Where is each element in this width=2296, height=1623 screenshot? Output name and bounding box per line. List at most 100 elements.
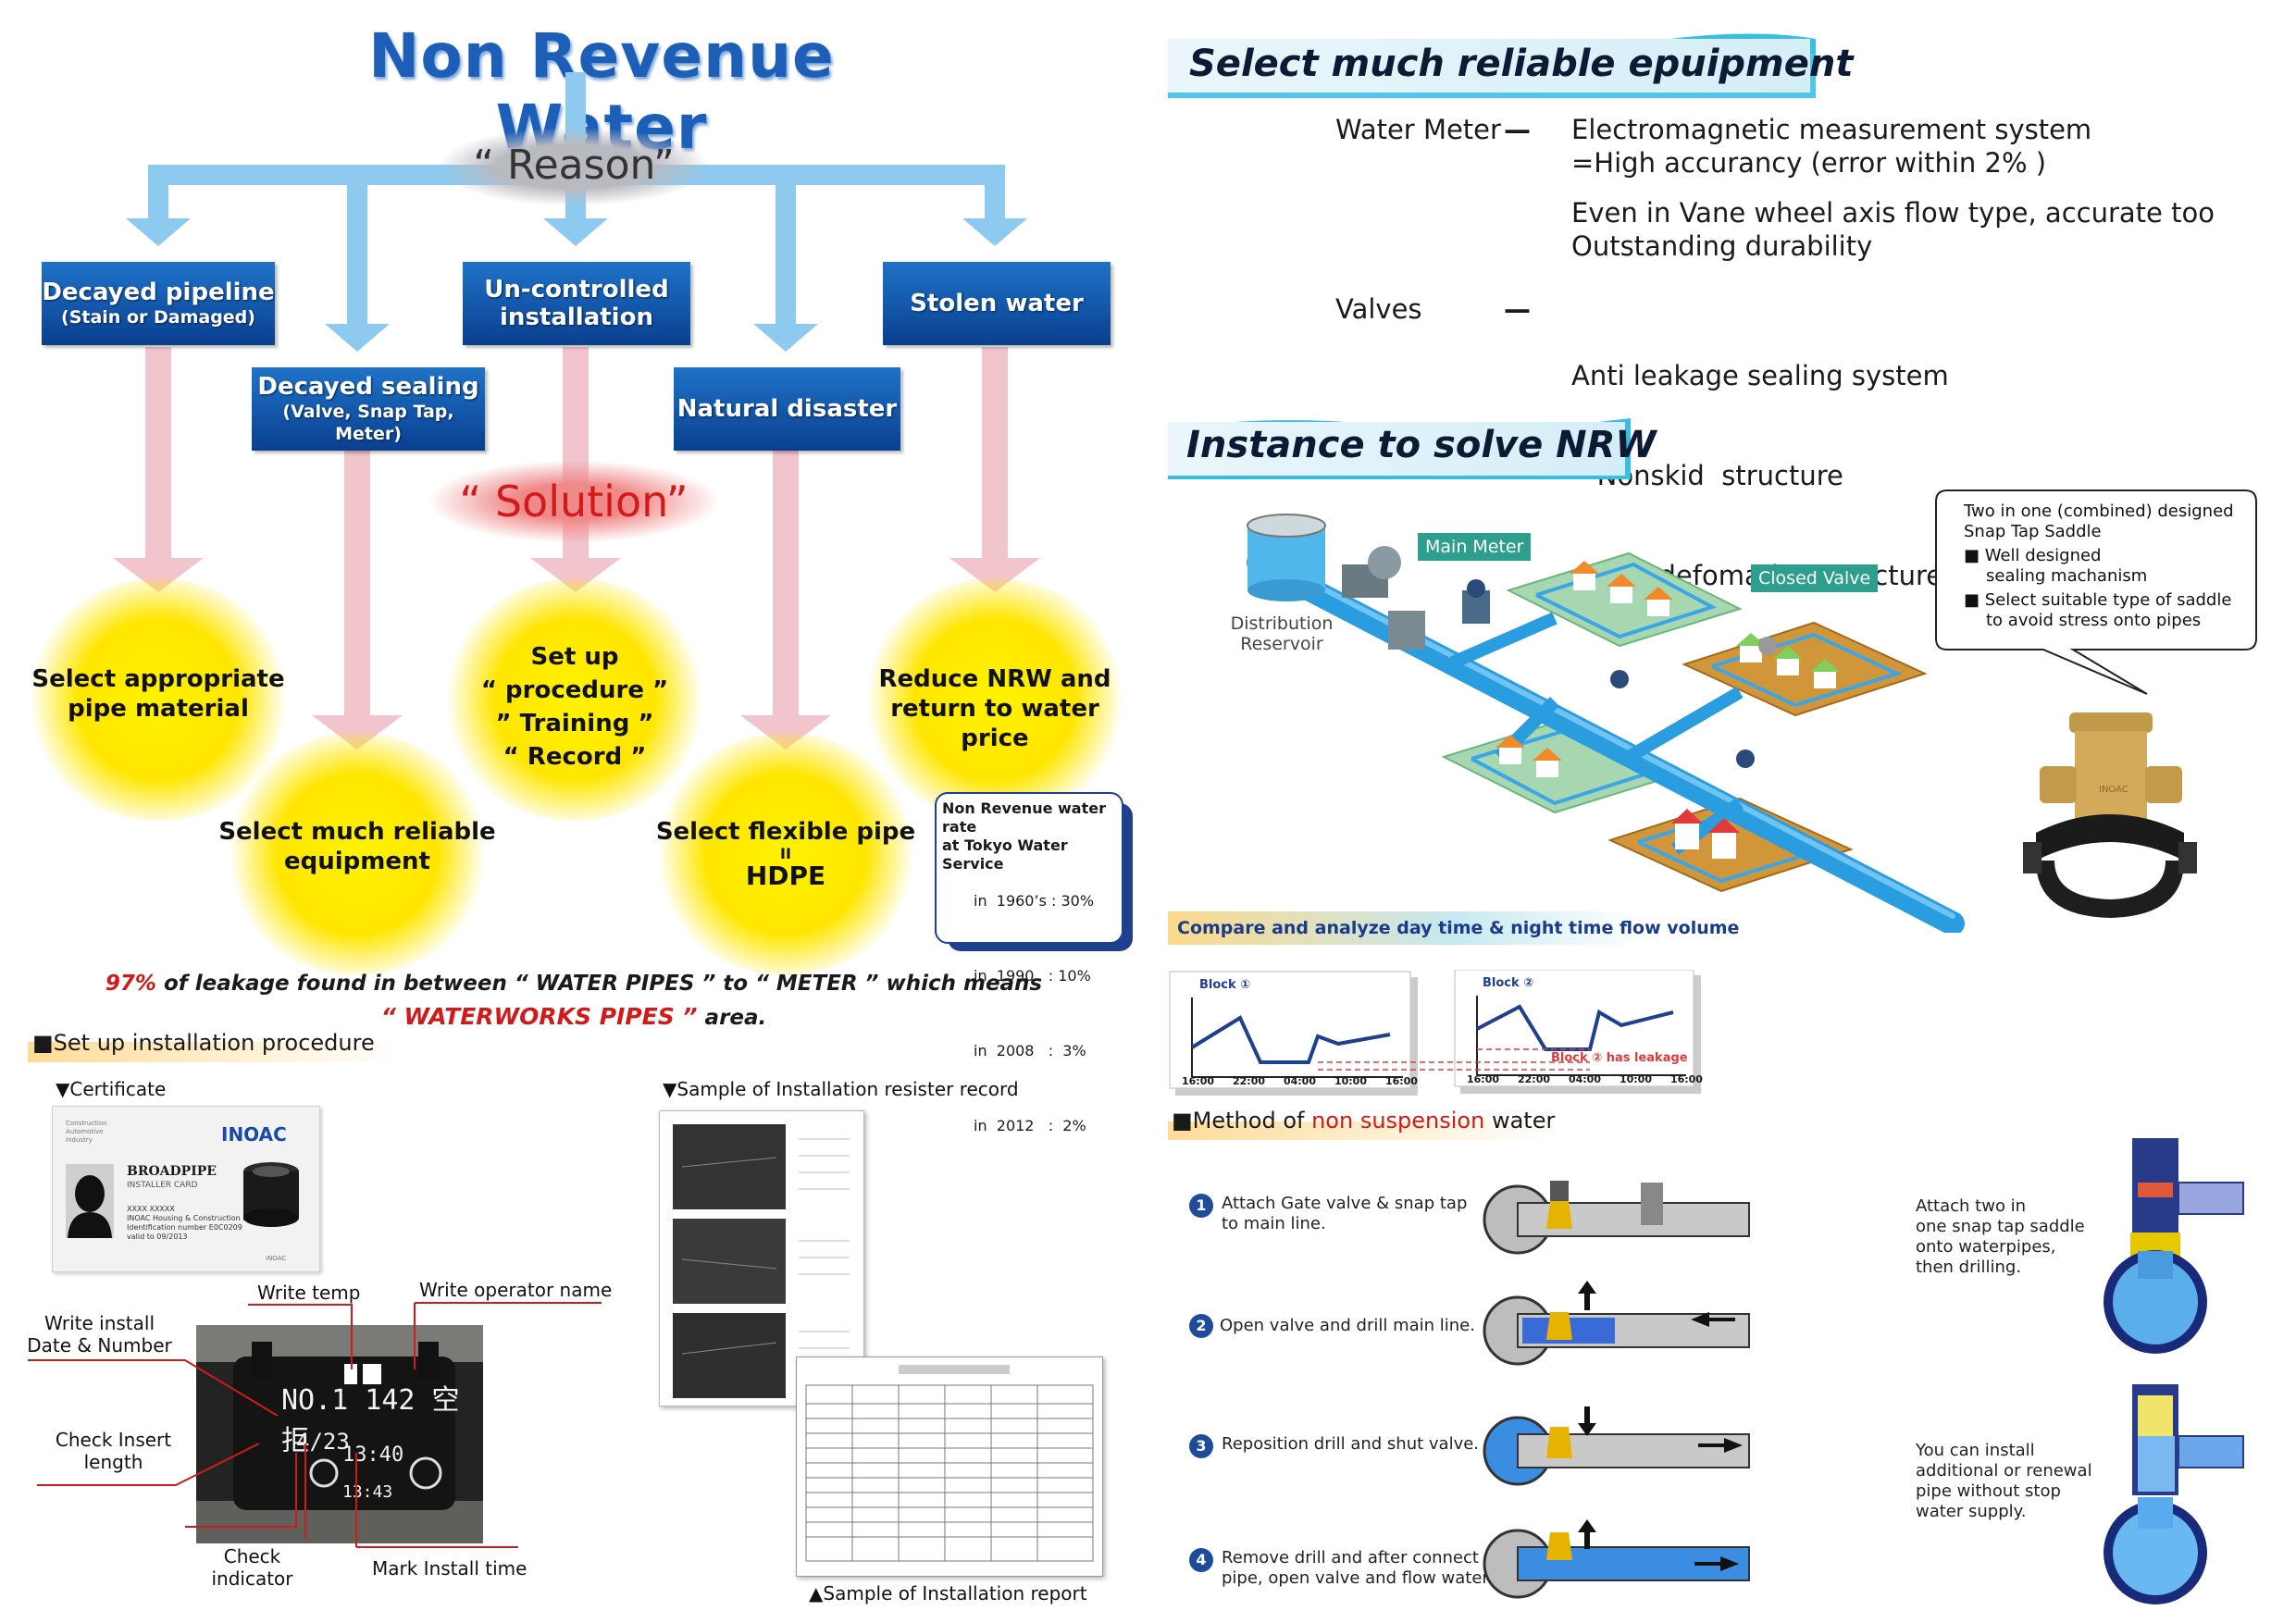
note-line: water supply. <box>1916 1502 2027 1521</box>
pipe-photo: NO.1 142 空拒 4/23 13:40 13:43 <box>196 1325 483 1543</box>
callout-bullet-cont: sealing machanism <box>1986 566 2148 586</box>
solution-line: Select appropriate <box>31 665 285 693</box>
nrw-rate-title: Non Revenue water rate at Tokyo Water Se… <box>942 799 1123 873</box>
step-number: 4 <box>1189 1548 1213 1572</box>
card-tiny: Automotive <box>66 1128 104 1135</box>
compare-banner-text: Compare and analyze day time & night tim… <box>1177 918 1740 938</box>
reservoir-label-line: Reservoir <box>1240 634 1323 654</box>
solution-label: “ Solution” <box>459 477 689 527</box>
card-name: BROADPIPE <box>127 1164 217 1179</box>
label-line: Check <box>223 1545 281 1567</box>
step-number: 1 <box>1189 1194 1213 1218</box>
card-role: INSTALLER CARD <box>127 1181 198 1190</box>
reason-title: Stolen water <box>910 290 1084 317</box>
method-suffix: water <box>1484 1108 1556 1134</box>
nrw-rate-row: in 1960’s : 30% <box>974 892 1095 910</box>
step-line: Remove drill and after connect <box>1222 1548 1479 1567</box>
reason-tree-arrows <box>126 72 1027 352</box>
step-number: 3 <box>1189 1434 1213 1458</box>
reason-uncontrolled-installation: Un-controlled installation <box>463 262 690 345</box>
callout-bullet: ■ Select suitable type of saddle <box>1964 590 2232 610</box>
step-drawings <box>1483 1181 1750 1599</box>
label-check-insert: Check Insert length <box>37 1429 190 1473</box>
reason-stolen-water: Stolen water <box>883 262 1111 345</box>
label-line: length <box>83 1451 143 1473</box>
leakage-statement: 97% of leakage found in between “ WATER … <box>0 967 1148 1035</box>
block2-label: Block ② <box>1483 976 1534 990</box>
note-line: one snap tap saddle <box>1916 1217 2085 1236</box>
label-write-temp: Write temp <box>257 1282 361 1304</box>
label-line: Write install <box>43 1312 155 1334</box>
solution-line: pipe material <box>68 695 249 723</box>
reservoir-label: Distribution Reservoir <box>1222 613 1342 654</box>
equip-line: Even in Vane wheel axis flow type, accur… <box>1571 197 2215 229</box>
nrw-rate-row: in 2012 : 2% <box>974 1117 1086 1134</box>
pipe-callout-lines <box>28 1302 602 1548</box>
reason-label: “ Reason” <box>473 142 675 189</box>
note-line: additional or renewal <box>1916 1461 2092 1481</box>
side-note-1: Attach two in one snap tap saddle onto w… <box>1916 1196 2085 1278</box>
callout-line: Two in one (combined) designed <box>1964 502 2234 521</box>
nrw-rate-row: in 2008 : 3% <box>974 1042 1086 1059</box>
block1-label: Block ① <box>1199 978 1251 992</box>
step-line: Attach Gate valve & snap tap <box>1222 1194 1468 1213</box>
solution-reduce-nrw: Reduce NRW and return to water price <box>855 664 1135 753</box>
label-line: indicator <box>211 1567 293 1590</box>
solution-line: Set up <box>530 643 619 671</box>
label-write-operator: Write operator name <box>419 1279 613 1301</box>
tick-label: 04:00 <box>1568 1073 1601 1085</box>
record-photos-icon <box>673 1124 850 1398</box>
pipe-handwriting-d: 13:43 <box>342 1482 393 1502</box>
solution-pipe-material: Select appropriate pipe material <box>19 664 298 724</box>
side-note-2: You can install additional or renewal pi… <box>1916 1441 2092 1522</box>
installer-card: Construction Automotive Industry INOAC B… <box>52 1106 320 1272</box>
equip-vane-lines: Even in Vane wheel axis flow type, accur… <box>1571 196 2215 263</box>
label-mark-install-time: Mark Install time <box>372 1557 527 1580</box>
note-line: pipe without stop <box>1916 1481 2061 1501</box>
solution-line: “ Record ” <box>503 743 647 771</box>
reason-title: Decayed sealing <box>257 373 479 401</box>
reason-sub: (Stain or Damaged) <box>61 307 255 328</box>
solution-oval <box>430 461 717 542</box>
tick-label: 10:00 <box>1334 1075 1367 1087</box>
label-check-indicator: Check indicator <box>185 1545 319 1590</box>
tick-label: 22:00 <box>1517 1073 1550 1085</box>
saddle-section-1 <box>2104 1138 2244 1354</box>
leakage-line1: of leakage found in between “ WATER PIPE… <box>155 972 1043 996</box>
banner-instance-panel <box>1168 422 1625 476</box>
step-line: pipe, open valve and flow water. <box>1222 1568 1493 1588</box>
method-red: non suspension <box>1311 1108 1485 1134</box>
reason-decayed-pipeline: Decayed pipeline (Stain or Damaged) <box>42 262 275 345</box>
solution-circle <box>655 733 916 975</box>
equip-dash: — <box>1504 293 1531 325</box>
banner-equipment-panel <box>1168 39 1810 93</box>
card-line: valid to 09/2013 <box>127 1233 188 1241</box>
solution-line: equipment <box>284 848 430 875</box>
solution-circle <box>28 578 289 821</box>
step-4-text: Remove drill and after connect pipe, ope… <box>1222 1548 1493 1589</box>
card-foot: INOAC <box>266 1255 287 1262</box>
sample-record-sheet <box>659 1110 864 1406</box>
note-line: Attach two in <box>1916 1196 2027 1216</box>
solution-reliable-equipment: Select much reliable equipment <box>217 817 497 876</box>
label-line: Date & Number <box>27 1334 172 1357</box>
equip-water-meter-lines: Electromagnetic measurement system =High… <box>1571 113 2091 180</box>
callout-line: Snap Tap Saddle <box>1964 522 2102 541</box>
banner-instance-title: Instance to solve NRW <box>1186 424 1657 466</box>
solution-circle <box>444 578 705 821</box>
report-table-icon <box>805 1365 1094 1562</box>
equip-line: Anti leakage sealing system <box>1571 360 1949 391</box>
card-brand: INOAC <box>221 1123 287 1146</box>
step-3-text: Reposition drill and shut valve. <box>1222 1434 1479 1455</box>
equip-line: =High accurancy (error within 2% ) <box>1571 147 2047 179</box>
tick-label: 16:00 <box>1384 1075 1418 1087</box>
step-line: Open valve and drill main line. <box>1220 1316 1475 1335</box>
leakage-percent: 97% <box>105 972 156 996</box>
step-line: to main line. <box>1222 1214 1326 1233</box>
block2-note: Block ② has leakage <box>1551 1051 1688 1065</box>
solution-line: return to water price <box>890 695 1099 752</box>
tick-label: 16:00 <box>1182 1075 1215 1087</box>
solution-line: “ procedure ” <box>480 676 669 704</box>
callout-bullet: ■ Well designed <box>1964 546 2102 565</box>
block2-ticks: 16:00 22:00 04:00 10:00 16:00 <box>1467 1073 1703 1085</box>
